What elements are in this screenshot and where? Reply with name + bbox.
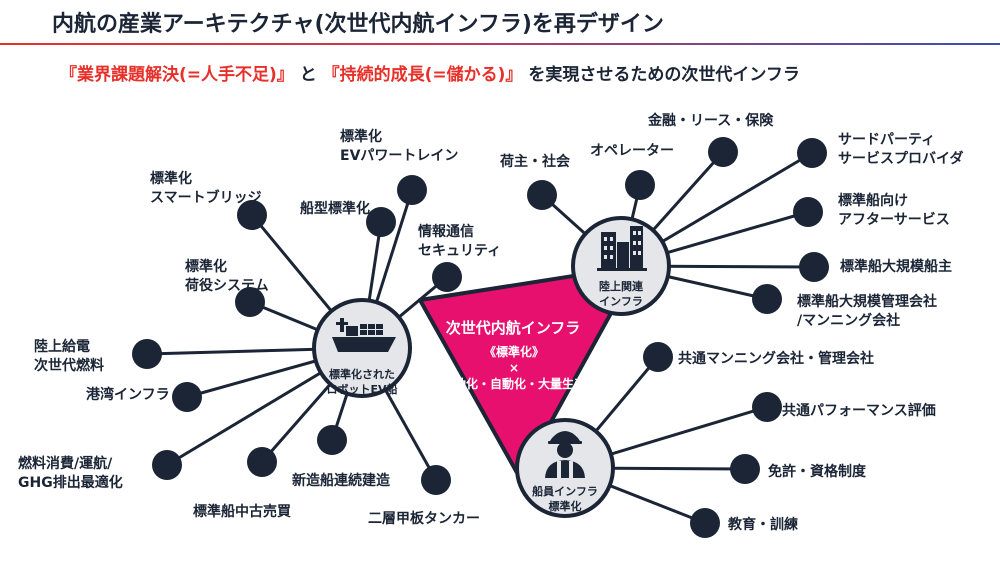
page-title: 内航の産業アーキテクチャ(次世代内航インフラ)を再デザイン — [52, 12, 664, 37]
node-label: 標準船大規模管理会社/マンニング会社 — [797, 294, 937, 329]
node-dot — [752, 392, 782, 422]
node-dot — [152, 450, 182, 480]
node-dot — [799, 252, 829, 282]
node-dot — [643, 342, 673, 372]
title-divider — [0, 43, 1000, 45]
subtitle-growth: 『持続的成長(=儲かる)』 — [322, 65, 523, 85]
node-dot — [708, 137, 738, 167]
node-dot — [752, 284, 782, 314]
node-dots — [132, 137, 829, 538]
node-label: 陸上給電次世代燃料 — [34, 339, 104, 374]
page-subtitle: 『業界課題解決(=人手不足)』 と 『持続的成長(=儲かる)』 を実現させるため… — [60, 60, 800, 85]
node-label: オペレーター — [590, 143, 674, 159]
node-label: 標準船大規模船主 — [840, 259, 952, 275]
node-label: 新造船連続建造 — [292, 473, 390, 489]
node-dot — [235, 287, 265, 317]
node-dot — [625, 170, 655, 200]
node-dot — [527, 180, 557, 210]
subtitle-issue: 『業界課題解決(=人手不足)』 — [60, 65, 294, 85]
hub-ship-label: 標準化された ロボットEV船 — [326, 368, 398, 396]
node-label: 教育・訓練 — [728, 517, 798, 533]
node-label: 共通マンニング会社・管理会社 — [678, 351, 874, 367]
node-dot — [421, 465, 451, 495]
node-dot — [397, 175, 427, 205]
node-dot — [730, 454, 760, 484]
node-label: 港湾インフラ — [86, 387, 170, 403]
node-label: 共通パフォーマンス評価 — [782, 403, 936, 419]
node-label: 金融・リース・保険 — [648, 113, 774, 129]
node-dot — [797, 138, 827, 168]
node-dot — [172, 382, 202, 412]
node-dot — [690, 508, 720, 538]
center-triangle — [418, 264, 639, 480]
subtitle-rest: を実現させるための次世代インフラ — [528, 65, 800, 85]
node-dot — [793, 197, 823, 227]
node-dot — [432, 262, 462, 292]
hub-land-label: 陸上関連 インフラ — [599, 280, 643, 308]
node-label: 標準化スマートブリッジ — [150, 171, 262, 206]
buildings-icon — [597, 226, 647, 271]
node-label: 標準化荷役システム — [185, 259, 269, 294]
subtitle-and: と — [299, 65, 317, 85]
ship-icon — [332, 318, 396, 352]
node-label: 船型標準化 — [300, 201, 370, 217]
node-dot — [317, 425, 347, 455]
node-dot — [237, 200, 267, 230]
node-label: 標準船中古売買 — [193, 504, 291, 520]
node-label: 二層甲板タンカー — [368, 511, 480, 527]
node-dot — [132, 339, 162, 369]
node-dot — [366, 207, 396, 237]
node-label: 標準船向けアフターサービス — [838, 193, 950, 228]
node-label: 免許・資格制度 — [768, 464, 866, 480]
node-label: 情報通信セキュリティ — [418, 224, 502, 259]
node-dot — [247, 447, 277, 477]
node-label: 荷主・社会 — [500, 154, 570, 170]
hub-crew-label: 船員インフラ 標準化 — [532, 485, 598, 513]
center-title: 次世代内航インフラ — [445, 319, 581, 337]
node-label: サードパーティサービスプロバイダ — [838, 132, 964, 167]
center-subtitle: 《標準化》 × 電動化・自動化・大量生産 — [441, 345, 586, 391]
node-label: 燃料消費/運航/GHG排出最適化 — [18, 456, 123, 491]
worker-icon — [545, 431, 585, 478]
